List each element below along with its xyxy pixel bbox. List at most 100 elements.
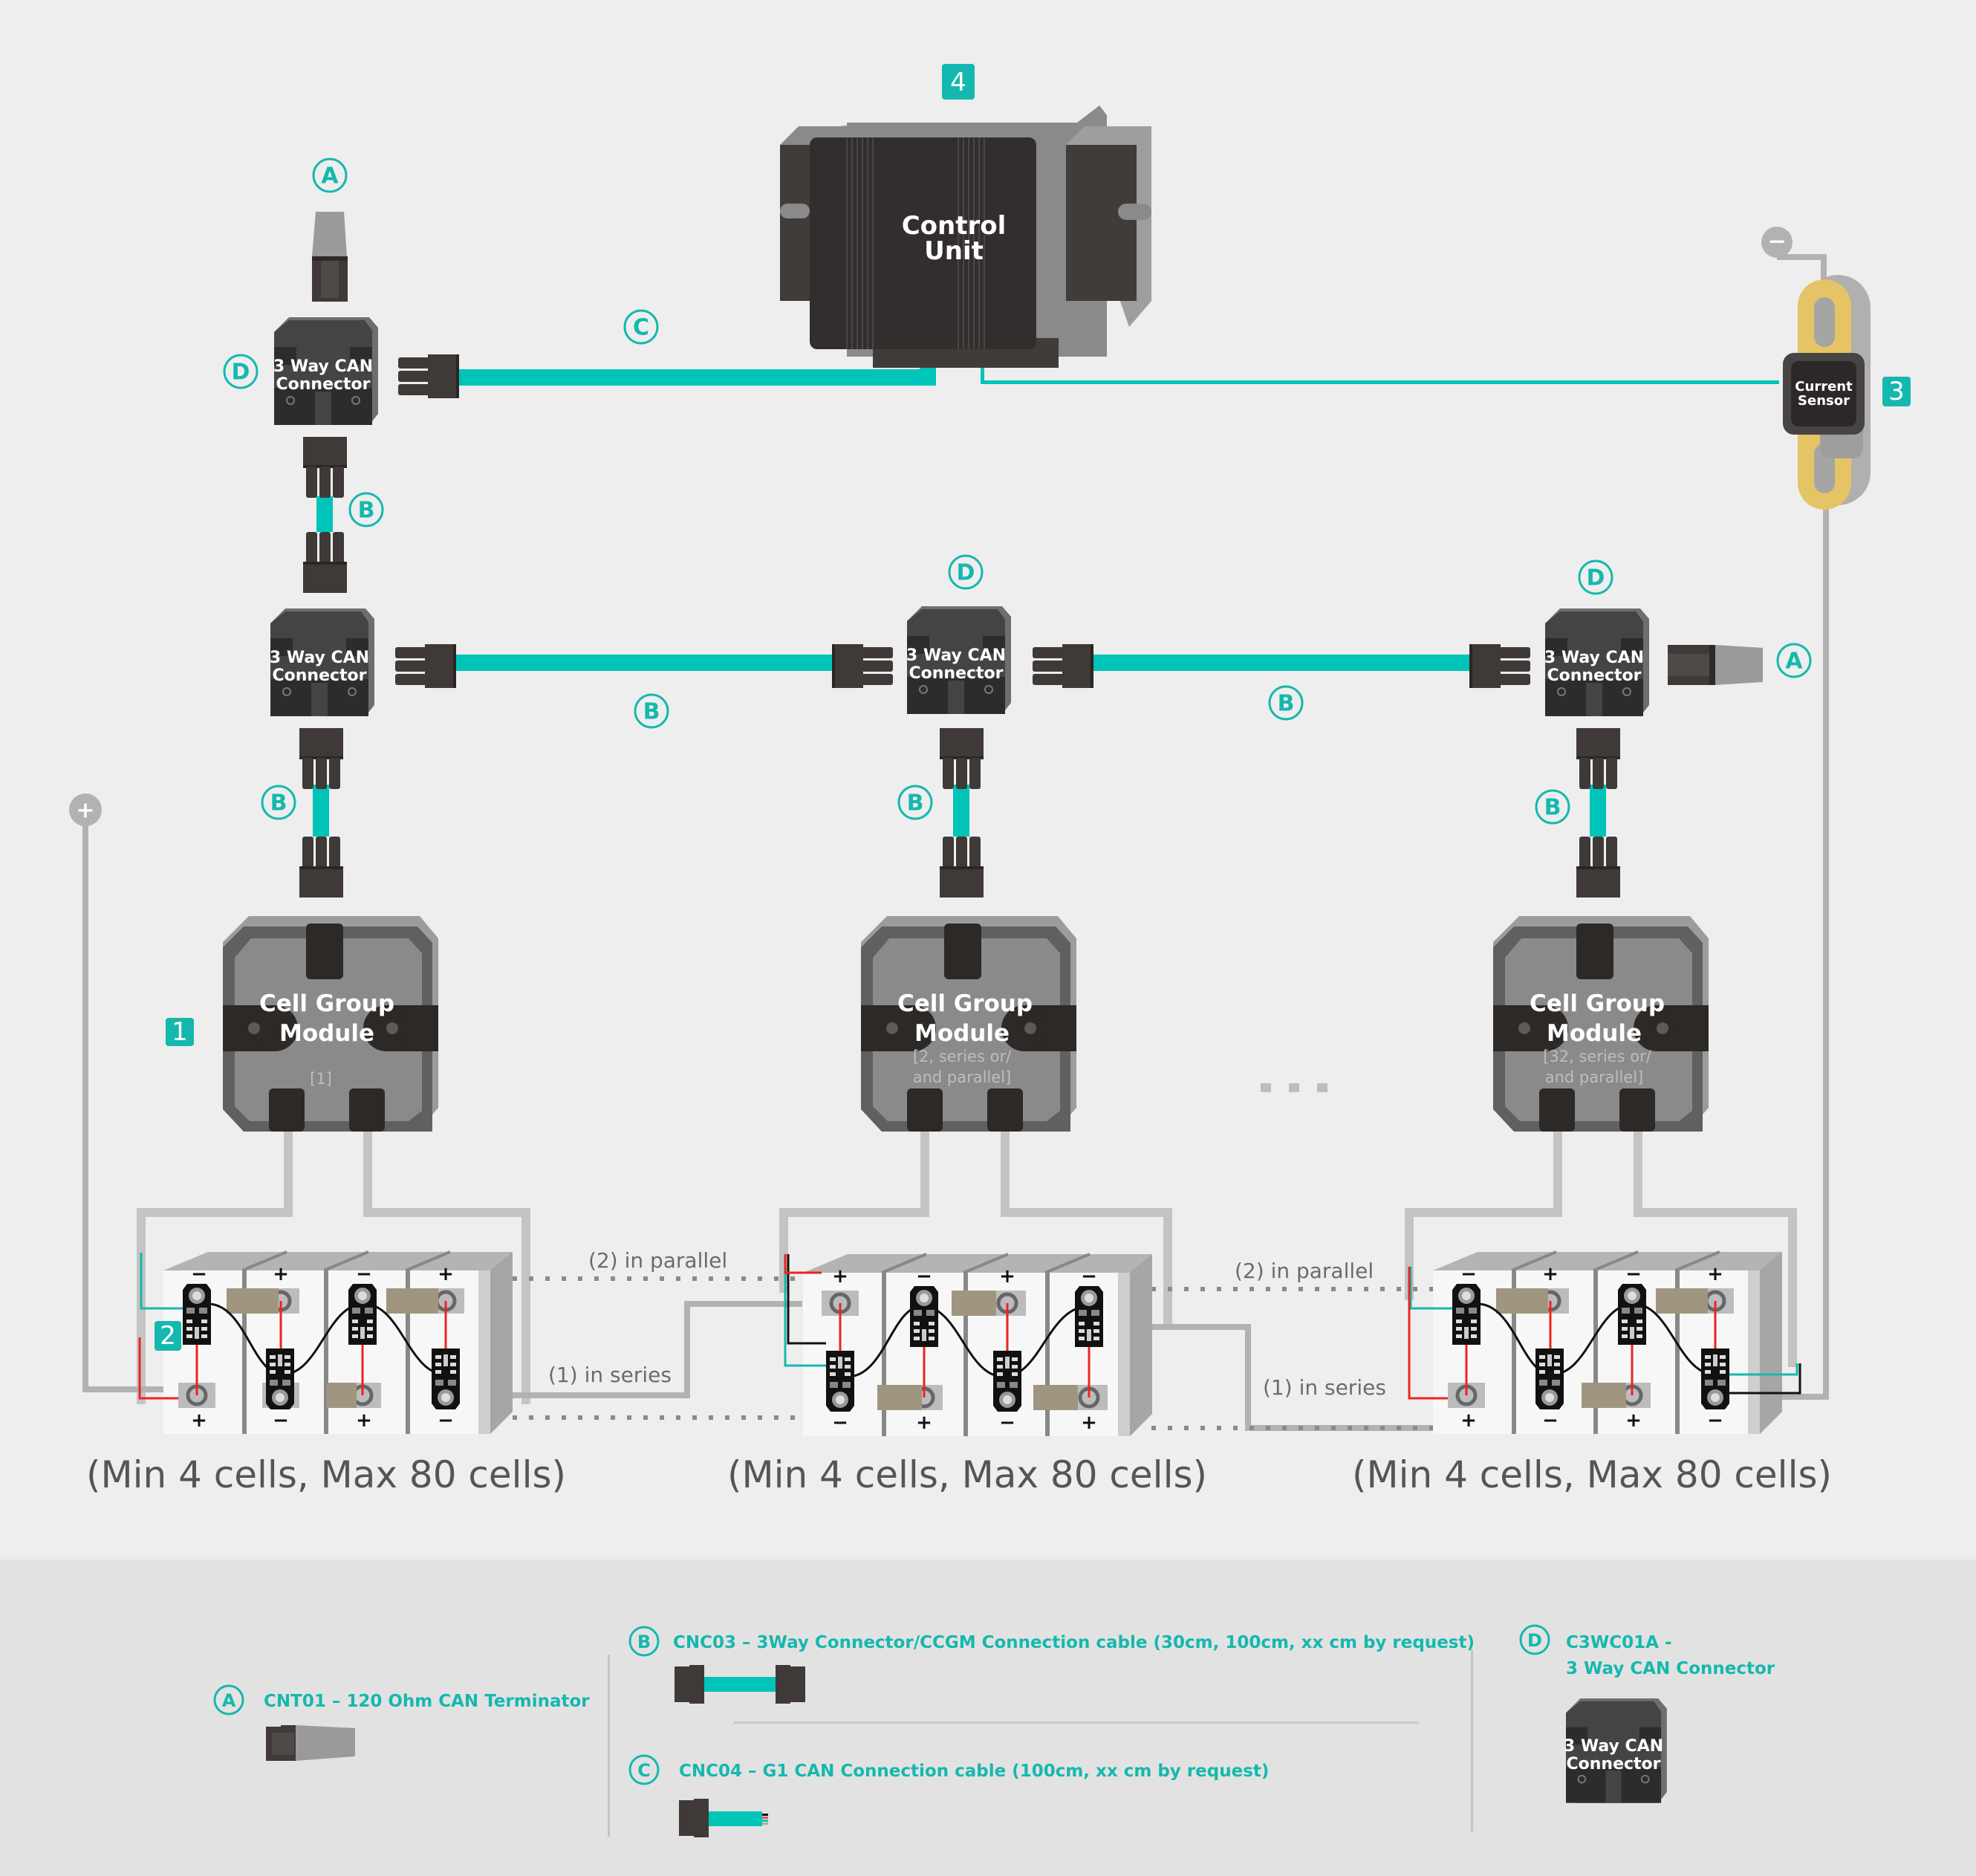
marker-c: C <box>623 309 659 345</box>
legend-divider-3 <box>734 1721 1419 1724</box>
svg-text:CNC04 – G1 CAN Connection cabl: CNC04 – G1 CAN Connection cable (100cm, … <box>679 1762 1269 1781</box>
svg-text:3 Way CAN: 3 Way CAN <box>1544 649 1644 667</box>
label-in-series-2: (1) in series <box>1263 1375 1386 1400</box>
three-way-connector-top[interactable]: 3 Way CAN Connector <box>273 317 379 426</box>
cable-c <box>456 369 936 386</box>
svg-text:Module: Module <box>1547 1020 1642 1047</box>
svg-text:B: B <box>907 791 924 817</box>
svg-text:A: A <box>1785 649 1803 675</box>
svg-text:−: − <box>191 1263 207 1285</box>
svg-text:B: B <box>637 1632 651 1652</box>
svg-text:Module: Module <box>279 1020 374 1047</box>
three-way-connector-middle[interactable]: 3 Way CAN Connector <box>906 606 1012 715</box>
svg-text:−: − <box>356 1263 372 1285</box>
marker-b-2: B <box>634 693 669 729</box>
svg-text:3 Way CAN Connector: 3 Way CAN Connector <box>1566 1659 1775 1678</box>
marker-b-5: B <box>897 785 933 820</box>
svg-text:Connector: Connector <box>1547 666 1641 685</box>
svg-text:C: C <box>633 315 649 341</box>
svg-text:+: + <box>916 1412 932 1434</box>
svg-text:+: + <box>273 1263 289 1285</box>
svg-text:Cell Group: Cell Group <box>897 990 1033 1017</box>
current-sensor-label-2: Sensor <box>1798 393 1850 409</box>
plug <box>303 437 347 498</box>
svg-text:−: − <box>999 1412 1015 1434</box>
can-terminator-right[interactable] <box>1668 645 1763 685</box>
svg-text:+: + <box>356 1409 372 1432</box>
svg-text:−: − <box>1625 1263 1642 1285</box>
control-unit-label-1: Control <box>902 211 1007 241</box>
svg-text:+: + <box>76 798 94 824</box>
svg-text:D: D <box>957 560 975 586</box>
marker-b-4: B <box>261 785 296 820</box>
can-terminator-top[interactable] <box>312 212 348 302</box>
current-sensor[interactable]: − Current Sensor <box>1761 227 1871 510</box>
battery-pack-1: − + − + + − + − <box>138 1250 514 1435</box>
legend-item-d: D C3WC01A - 3 Way CAN Connector 3 Way CA… <box>1519 1624 1775 1804</box>
negative-terminal <box>1761 227 1793 258</box>
legend-panel <box>0 1559 1976 1876</box>
svg-text:+: + <box>832 1265 848 1288</box>
main-positive-terminal: + <box>69 793 102 826</box>
cell-group-module-3[interactable]: Cell Group Module [32, series or/ and pa… <box>1493 916 1709 1132</box>
pack-caption-3: (Min 4 cells, Max 80 cells) <box>1352 1453 1832 1496</box>
control-unit-label-2: Unit <box>924 236 984 266</box>
svg-text:3 Way CAN: 3 Way CAN <box>270 649 369 667</box>
marker-b-3: B <box>1268 685 1304 721</box>
three-way-connector-left[interactable]: 3 Way CAN Connector <box>270 608 375 717</box>
svg-text:−: − <box>1767 229 1786 255</box>
svg-text:−: − <box>1542 1409 1559 1432</box>
label-in-parallel-1: (2) in parallel <box>588 1248 727 1273</box>
ellipsis <box>1261 1083 1327 1092</box>
svg-text:+: + <box>1081 1412 1097 1434</box>
svg-text:[32, series or/: [32, series or/ <box>1543 1048 1652 1065</box>
svg-text:C: C <box>637 1760 651 1781</box>
control-unit[interactable]: Control Unit <box>780 106 1151 368</box>
svg-text:Connector: Connector <box>272 666 366 685</box>
legend-item-c: C CNC04 – G1 CAN Connection cable (100cm… <box>628 1754 1269 1837</box>
svg-text:B: B <box>358 498 375 524</box>
svg-text:Cell Group: Cell Group <box>259 990 394 1017</box>
legend-item-b: B CNC03 – 3Way Connector/CCGM Connection… <box>628 1626 1475 1704</box>
svg-text:3 Way CAN: 3 Way CAN <box>1564 1737 1663 1756</box>
cell-group-module-2[interactable]: Cell Group Module [2, series or/ and par… <box>861 916 1076 1132</box>
legend-divider-2 <box>1471 1649 1473 1831</box>
legend-item-a: A CNT01 – 120 Ohm CAN Terminator <box>213 1684 590 1761</box>
svg-text:B: B <box>270 791 287 817</box>
svg-text:+: + <box>191 1409 207 1432</box>
svg-text:Module: Module <box>914 1020 1010 1047</box>
svg-text:+: + <box>999 1265 1015 1288</box>
svg-text:CNT01 – 120 Ohm CAN Terminator: CNT01 – 120 Ohm CAN Terminator <box>264 1692 590 1711</box>
svg-text:[2, series or/: [2, series or/ <box>913 1048 1012 1065</box>
svg-text:+: + <box>1707 1263 1723 1285</box>
cable-c-icon <box>679 1799 768 1837</box>
legend-divider-1 <box>608 1655 610 1837</box>
svg-text:C3WC01A -: C3WC01A - <box>1566 1633 1672 1652</box>
svg-text:1: 1 <box>172 1017 188 1047</box>
marker-a-top: A <box>312 158 348 193</box>
svg-text:−: − <box>1460 1263 1477 1285</box>
svg-text:Connector: Connector <box>909 664 1003 683</box>
main-bus-wiring <box>82 254 1829 1431</box>
current-sensor-label-1: Current <box>1795 379 1853 395</box>
badge-1: 1 <box>166 1017 194 1047</box>
svg-text:−: − <box>1081 1265 1097 1288</box>
svg-text:3 Way CAN: 3 Way CAN <box>273 357 373 376</box>
svg-text:−: − <box>273 1409 289 1432</box>
cell-group-module-1[interactable]: Cell Group Module [1] <box>223 916 438 1132</box>
svg-text:B: B <box>643 699 660 725</box>
pack-caption-2: (Min 4 cells, Max 80 cells) <box>727 1453 1207 1496</box>
can-cables <box>313 338 1779 837</box>
svg-text:A: A <box>222 1690 236 1711</box>
svg-text:+: + <box>1625 1409 1642 1432</box>
cable-b-3 <box>1092 655 1471 671</box>
marker-b-1: B <box>348 492 384 528</box>
svg-text:−: − <box>916 1265 932 1288</box>
svg-text:−: − <box>1707 1409 1723 1432</box>
svg-text:[1]: [1] <box>310 1070 332 1088</box>
three-way-connector-right[interactable]: 3 Way CAN Connector <box>1544 608 1650 717</box>
svg-text:+: + <box>1542 1263 1559 1285</box>
marker-d-middle: D <box>948 554 984 590</box>
svg-text:B: B <box>1278 691 1295 717</box>
svg-text:Cell Group: Cell Group <box>1530 990 1665 1017</box>
